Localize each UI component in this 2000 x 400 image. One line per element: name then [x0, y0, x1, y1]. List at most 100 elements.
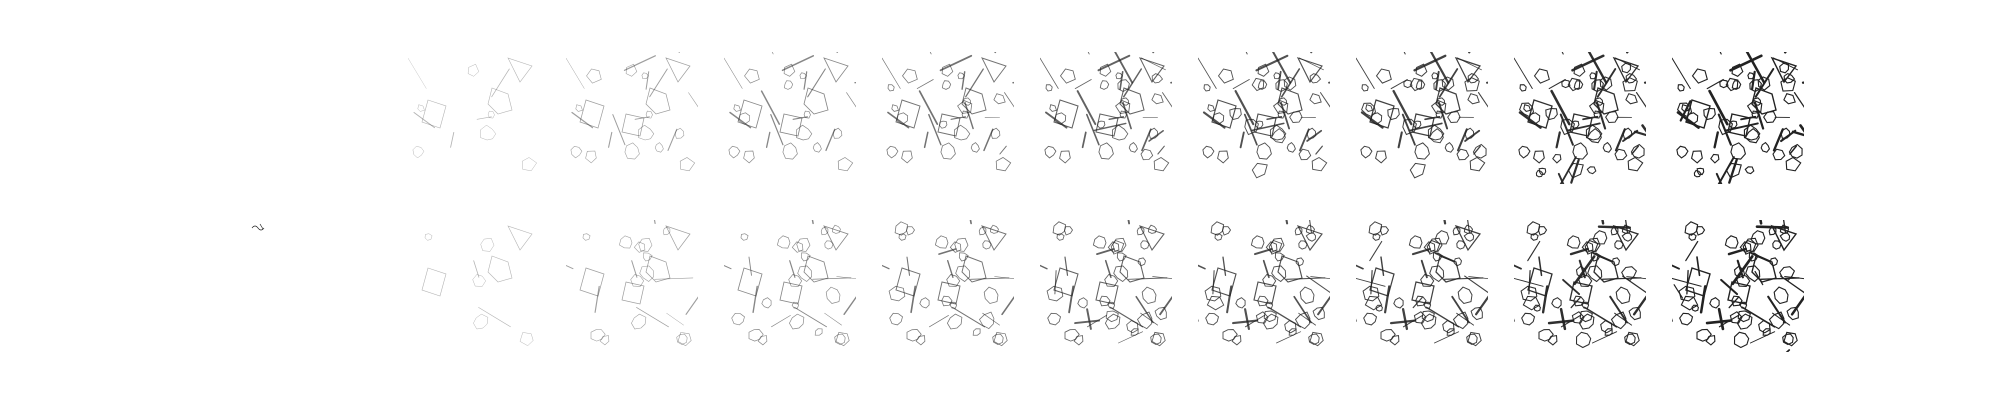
sketch-stroke: [1285, 220, 1289, 225]
cell-outline: [887, 84, 895, 92]
cell-outline: [639, 265, 654, 282]
cell-outline: [820, 226, 829, 236]
sketch-stroke: [1243, 113, 1258, 146]
cell-outline: [1676, 145, 1689, 159]
cell-outline: [901, 150, 913, 164]
sketch-stroke: [1162, 92, 1172, 108]
cell-outline: [949, 241, 962, 253]
sketch-stroke: [1392, 89, 1413, 126]
sketch-stroke: [1255, 54, 1289, 72]
cell-outline: [590, 329, 606, 342]
sketch-stroke: [1591, 331, 1618, 344]
sketch-stroke: [1475, 295, 1488, 316]
cell-outline: [1111, 124, 1129, 141]
sketch-stroke: [882, 57, 901, 89]
sketch-stroke: [1135, 295, 1154, 324]
sketch-stroke: [1736, 259, 1744, 279]
cell-outline: [970, 142, 980, 153]
cell-outline: [424, 233, 433, 241]
cell-outline: [1430, 100, 1447, 115]
sketch-stroke: [1468, 276, 1488, 280]
sketch-stroke: [1789, 145, 1798, 155]
sketch-stroke: [824, 312, 842, 326]
cell-outline: [1518, 145, 1531, 159]
cell-outline: [1746, 99, 1763, 115]
sketch-stroke: [724, 57, 743, 89]
structure-outline: [1527, 267, 1553, 297]
sketch-tile: [1356, 220, 1488, 352]
sketch-stroke: [1356, 277, 1386, 287]
structure-outline: [779, 113, 803, 137]
cell-outline: [993, 93, 1006, 105]
sketch-stroke: [1369, 240, 1383, 262]
sketch-stroke: [1727, 247, 1748, 256]
sketch-stroke: [1538, 256, 1543, 277]
cell-outline: [480, 238, 495, 252]
structure-outline: [803, 255, 829, 283]
cell-outline: [1434, 230, 1450, 245]
sketch-tile: [566, 220, 698, 352]
sketch-stroke: [938, 248, 957, 255]
cell-outline: [1217, 68, 1234, 84]
cell-outline: [1533, 68, 1550, 84]
cell-outline: [1309, 73, 1322, 84]
cell-outline: [1363, 312, 1378, 326]
cell-outline: [949, 301, 958, 309]
cell-outline: [1630, 143, 1645, 159]
cell-outline: [1718, 118, 1734, 136]
sketch-stroke: [1609, 295, 1628, 324]
cell-outline: [1693, 169, 1702, 178]
cell-outline: [1594, 97, 1604, 106]
sketch-stroke: [1306, 275, 1330, 294]
cell-outline: [1788, 143, 1803, 159]
sketch-stroke: [1464, 275, 1488, 294]
sketch-stroke: [1772, 57, 1798, 71]
sketch-stroke: [1152, 276, 1172, 279]
sketch-stroke: [1754, 270, 1764, 286]
cell-outline: [1204, 285, 1222, 302]
sketch-stroke: [1477, 92, 1488, 108]
sketch-stroke: [983, 128, 994, 152]
sketch-tile-drawing: [1040, 220, 1172, 347]
sketch-stroke: [1749, 331, 1776, 344]
sketch-stroke: [1424, 115, 1441, 121]
cell-outline: [1429, 265, 1445, 283]
sketch-stroke: [1578, 259, 1586, 279]
cell-outline: [1263, 310, 1277, 323]
sketch-stroke: [1595, 101, 1607, 130]
cell-outline: [1743, 124, 1761, 141]
sketch-stroke: [770, 114, 784, 146]
cell-outline: [1573, 295, 1585, 307]
cell-outline: [825, 286, 841, 304]
cell-outline: [1222, 329, 1238, 342]
sketch-stroke: [1093, 122, 1127, 132]
cell-outline: [777, 235, 791, 249]
sketch-stroke: [1799, 124, 1804, 133]
structure-outline: [621, 281, 645, 305]
cell-outline: [955, 265, 971, 282]
sketch-tile-drawing: [1672, 52, 1804, 184]
cell-outline: [1780, 77, 1796, 92]
sketch-stroke: [1785, 349, 1791, 352]
sketch-stroke: [929, 52, 932, 55]
cell-outline: [1588, 99, 1605, 115]
cell-outline: [797, 265, 813, 282]
cell-outline: [1472, 143, 1487, 159]
sketch-stroke: [910, 285, 917, 314]
sketch-stroke: [803, 71, 808, 90]
cell-outline: [1466, 333, 1478, 346]
sketch-stroke: [887, 111, 910, 129]
sketch-stroke: [1244, 308, 1250, 330]
cell-outline: [1760, 141, 1771, 153]
cell-outline: [1294, 311, 1311, 330]
sketch-stroke: [1226, 285, 1233, 314]
cell-outline: [886, 145, 899, 159]
sketch-stroke: [752, 285, 758, 313]
sketch-stroke: [1245, 52, 1248, 55]
cell-outline: [1467, 93, 1480, 105]
sketch-stroke: [1280, 101, 1290, 130]
cell-outline: [599, 335, 610, 346]
sketch-stroke: [1780, 129, 1797, 143]
sketch-stroke: [1109, 306, 1144, 328]
structure-outline: [1253, 113, 1277, 137]
